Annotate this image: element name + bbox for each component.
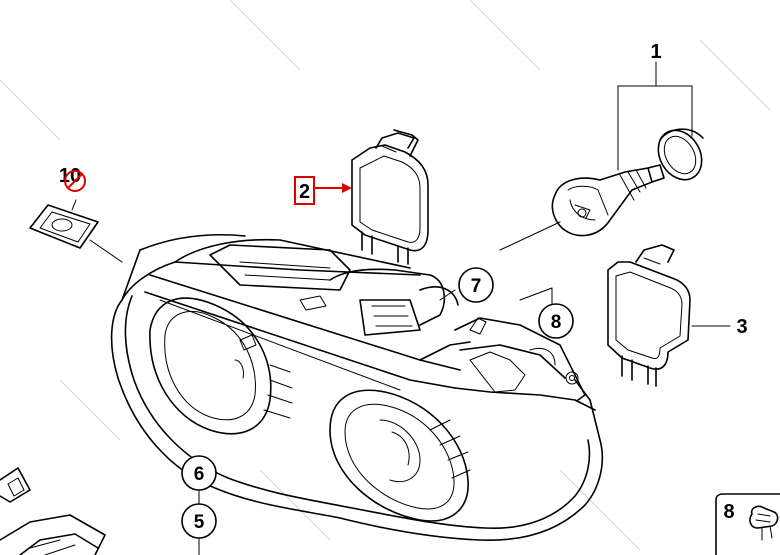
mounting-bracket-part[interactable] bbox=[0, 467, 106, 555]
callout-2-leader bbox=[314, 183, 352, 193]
callout-8[interactable]: 8 bbox=[519, 287, 574, 339]
callout-2-label[interactable]: 2 bbox=[299, 181, 310, 203]
cover-gasket-right-part[interactable] bbox=[607, 244, 691, 387]
callout-1-label[interactable]: 1 bbox=[650, 41, 661, 63]
callout-7[interactable]: 7 bbox=[439, 267, 494, 303]
dust-cap-part[interactable] bbox=[650, 122, 711, 187]
no-entry-icon bbox=[64, 170, 86, 192]
callout-5-label: 5 bbox=[194, 512, 205, 533]
bulb-holder-part[interactable] bbox=[551, 164, 665, 237]
callout-10-label[interactable]: 10 bbox=[59, 165, 81, 187]
callout-3-label[interactable]: 3 bbox=[736, 316, 747, 338]
clip-nut-part[interactable] bbox=[29, 199, 123, 263]
callout-8-label: 8 bbox=[551, 312, 562, 333]
callout-6-label: 6 bbox=[194, 464, 205, 485]
headlight-housing[interactable] bbox=[110, 233, 604, 541]
inset-panel[interactable]: 8 bbox=[715, 493, 780, 555]
callout-5[interactable]: 5 bbox=[181, 503, 217, 539]
callout-2-highlight bbox=[294, 176, 315, 205]
cover-gasket-left-part[interactable] bbox=[351, 129, 429, 265]
callout-1-leader bbox=[499, 61, 693, 251]
callout-6[interactable]: 6 bbox=[181, 455, 217, 491]
inset-callout-label: 8 bbox=[723, 501, 734, 523]
callout-7-label: 7 bbox=[471, 276, 482, 297]
grommet-part bbox=[749, 505, 779, 541]
